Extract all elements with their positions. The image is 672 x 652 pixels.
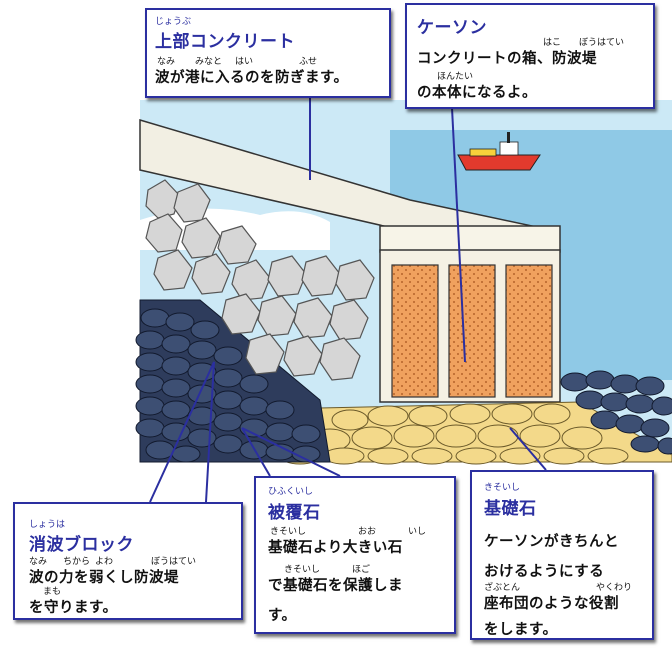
leader-hifuku <box>241 427 341 477</box>
kiso-title-ruby: きそいし <box>484 483 521 493</box>
kiso-ruby-yakuwari: やくわり <box>596 583 633 593</box>
kiso-line-2: おけるようにする <box>484 564 605 580</box>
leader-shouha <box>149 361 215 503</box>
kiso-title: 基礎石 <box>484 499 537 519</box>
tetrapod-blocks <box>145 179 375 381</box>
caisson-line-2: の本体になるよ。 <box>417 85 537 101</box>
hifuku-ruby-kisoishi-2: きそいし <box>284 565 321 575</box>
shouha-title-ruby: しょうは <box>29 520 66 530</box>
upper-title-ruby: じょうぶ <box>155 17 192 27</box>
shouha-ruby-yowa: よわ <box>95 557 114 567</box>
kiso-ruby-zabuton: ざぶとん <box>484 583 521 593</box>
upper-ruby-fuse: ふせ <box>299 57 318 67</box>
hifuku-ruby-oo: おお <box>358 527 377 537</box>
hifuku-ruby-ishi: いし <box>408 527 427 537</box>
foundation-stones <box>249 401 672 465</box>
hifuku-line-2: で基礎石を保護しま <box>268 578 403 594</box>
caisson-ruby-hontai: ほんたい <box>437 72 474 82</box>
armor-stones-right <box>560 370 672 455</box>
hifuku-title: 被覆石 <box>268 503 321 523</box>
label-shouha-block: しょうは 消波ブロック なみ ちから よわ ぼうはてい 波の力を弱くし防波堤 ま… <box>13 502 243 620</box>
upper-line-1: 波が港に入るのを防ぎます。 <box>155 70 349 86</box>
leader-kiso <box>509 427 547 471</box>
caisson-ruby-bouhatei: ぼうはてい <box>579 38 625 48</box>
shouha-ruby-mamo: まも <box>43 587 62 597</box>
leader-lines <box>149 96 547 503</box>
hifuku-line-3: す。 <box>268 608 297 624</box>
shouha-ruby-bouhatei: ぼうはてい <box>151 557 197 567</box>
shouha-line-2: を守ります。 <box>29 600 118 616</box>
upper-title: 上部コンクリート <box>155 32 295 52</box>
leader-caisson <box>451 107 466 363</box>
caisson-ruby-hako: はこ <box>543 38 562 48</box>
upper-ruby-hai: はい <box>235 57 254 67</box>
caisson <box>379 249 561 403</box>
caisson-title: ケーソン <box>417 18 487 38</box>
kiso-line-1: ケーソンがきちんと <box>484 534 619 550</box>
hifuku-ruby-kisoishi: きそいし <box>270 527 307 537</box>
label-caisson: ケーソン はこ ぼうはてい コンクリートの箱、防波堤 ほんたい の本体になるよ。 <box>405 3 655 109</box>
label-upper-concrete: じょうぶ 上部コンクリート なみ みなと はい ふせ 波が港に入るのを防ぎます。 <box>145 8 391 98</box>
shouha-ruby-nami: なみ <box>29 557 48 567</box>
kiso-line-3: 座布団のような役割 <box>484 596 619 612</box>
caisson-line-1: コンクリートの箱、防波堤 <box>417 51 597 67</box>
shouha-ruby-chikara: ちから <box>63 557 91 567</box>
hifuku-ruby-hogo: ほご <box>352 565 371 575</box>
upper-ruby-minato: みなと <box>195 57 223 67</box>
ship-icon <box>457 132 541 171</box>
shouha-line-1: 波の力を弱くし防波堤 <box>29 570 179 586</box>
shouha-title: 消波ブロック <box>29 535 134 555</box>
hifuku-line-1: 基礎石より大きい石 <box>268 540 403 556</box>
label-hifuku-stone: ひふくいし 被覆石 きそいし おお いし 基礎石より大きい石 きそいし ほご で… <box>254 476 456 634</box>
upper-concrete-face <box>379 225 561 253</box>
upper-ruby-nami: なみ <box>157 57 176 67</box>
label-kiso-stone: きそいし 基礎石 ケーソンがきちんと おけるようにする ざぶとん やくわり 座布… <box>470 470 654 640</box>
kiso-line-4: をします。 <box>484 622 558 638</box>
hifuku-title-ruby: ひふくいし <box>268 487 314 497</box>
